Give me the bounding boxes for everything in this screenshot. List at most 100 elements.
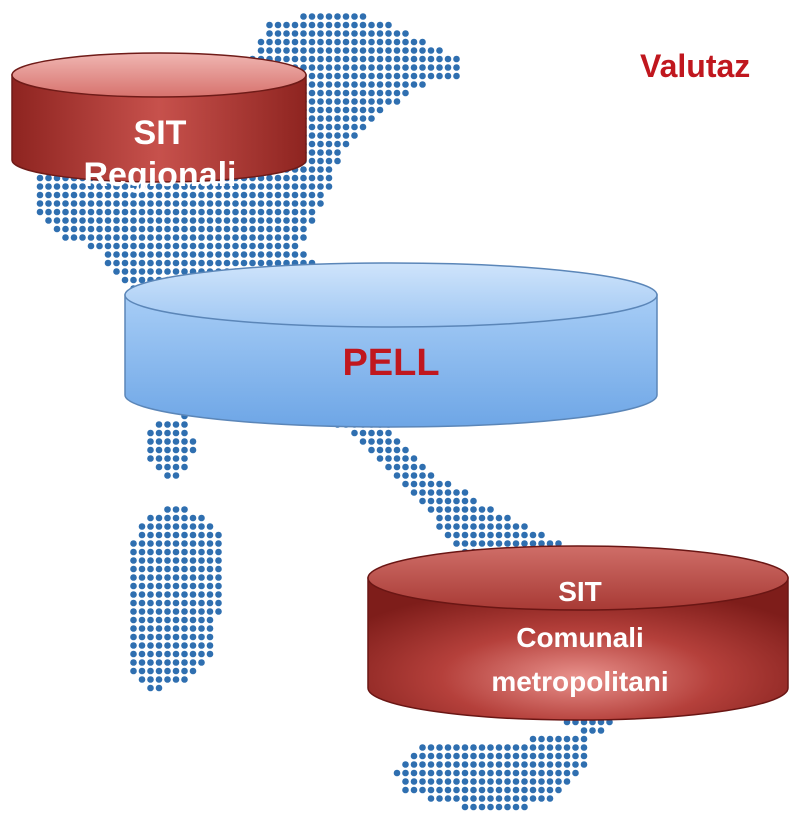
map-dot: [274, 217, 282, 224]
map-dot: [385, 89, 392, 97]
map-dot: [181, 531, 188, 539]
map-dot: [155, 251, 163, 258]
map-dot: [223, 217, 231, 224]
map-dot: [308, 21, 316, 29]
map-dot: [130, 251, 137, 258]
pell-cylinder-label: PELL: [342, 342, 440, 384]
map-dot: [385, 81, 392, 88]
map-dot: [385, 47, 392, 54]
map-dot: [147, 591, 154, 598]
map-dot: [147, 540, 154, 547]
map-dot: [419, 47, 426, 54]
map-dot: [470, 540, 477, 547]
map-dot: [172, 251, 180, 258]
map-dot: [172, 582, 180, 590]
map-dot: [274, 191, 282, 199]
map-dot: [334, 89, 341, 97]
map-dot: [410, 55, 418, 63]
map-dot: [291, 234, 299, 241]
map-dot: [351, 89, 358, 97]
map-dot: [36, 200, 44, 207]
map-dot: [266, 21, 273, 29]
map-dot: [436, 55, 443, 63]
map-dot: [147, 242, 154, 250]
map-dot: [189, 574, 197, 581]
map-dot: [155, 659, 163, 666]
map-dot: [342, 140, 350, 148]
map-dot: [495, 778, 503, 785]
map-dot: [300, 174, 307, 182]
map-dot: [155, 565, 163, 573]
map-dot: [232, 242, 239, 250]
map-dot: [215, 531, 222, 539]
map-dot: [325, 89, 333, 97]
map-dot: [87, 183, 95, 190]
map-dot: [512, 744, 520, 751]
map-dot: [555, 752, 562, 760]
map-dot: [62, 200, 69, 207]
map-dot: [444, 786, 452, 794]
map-dot: [325, 149, 333, 156]
map-dot: [181, 242, 188, 250]
map-dot: [393, 72, 401, 80]
map-dot: [376, 64, 384, 71]
map-dot: [359, 55, 367, 63]
map-dot: [478, 769, 486, 777]
map-dot: [130, 276, 137, 284]
map-dot: [206, 565, 214, 573]
map-dot: [470, 514, 477, 522]
map-dot: [189, 242, 197, 250]
map-dot: [521, 769, 528, 777]
map-dot: [45, 183, 52, 190]
map-dot: [147, 446, 154, 454]
map-dot: [546, 795, 554, 802]
map-dot: [172, 506, 180, 513]
map-dot: [113, 217, 120, 224]
map-dot: [308, 64, 316, 71]
map-dot: [317, 81, 324, 88]
map-dot: [521, 752, 528, 760]
map-dot: [155, 208, 163, 216]
map-dot: [342, 30, 350, 37]
map-dot: [155, 625, 163, 632]
map-dot: [164, 506, 171, 513]
map-dot: [223, 208, 231, 216]
map-dot: [444, 523, 452, 530]
map-dot: [232, 259, 239, 267]
map-dot: [130, 616, 137, 624]
map-dot: [521, 778, 528, 785]
map-dot: [181, 455, 188, 462]
map-dot: [70, 217, 78, 224]
map-dot: [580, 735, 588, 743]
map-dot: [487, 752, 494, 760]
map-dot: [172, 557, 180, 564]
map-dot: [172, 625, 180, 632]
map-dot: [512, 531, 520, 539]
map-dot: [538, 769, 545, 777]
map-dot: [529, 786, 537, 794]
map-dot: [155, 650, 163, 658]
map-dot: [325, 174, 333, 182]
regional-cylinder-title: SIT: [133, 114, 187, 152]
map-dot: [155, 642, 163, 649]
map-dot: [181, 183, 188, 190]
map-dot: [555, 744, 562, 751]
map-dot: [529, 744, 537, 751]
map-dot: [215, 183, 222, 190]
map-dot: [317, 132, 324, 139]
map-dot: [308, 38, 316, 46]
map-dot: [189, 650, 197, 658]
map-dot: [317, 191, 324, 199]
map-dot: [393, 446, 401, 454]
map-dot: [572, 761, 579, 768]
map-dot: [181, 259, 188, 267]
map-dot: [325, 81, 333, 88]
map-dot: [240, 191, 248, 199]
map-dot: [130, 565, 137, 573]
map-dot: [478, 514, 486, 522]
map-dot: [300, 47, 307, 54]
map-dot: [419, 38, 426, 46]
map-dot: [427, 489, 435, 496]
map-dot: [206, 191, 214, 199]
map-dot: [504, 786, 511, 794]
